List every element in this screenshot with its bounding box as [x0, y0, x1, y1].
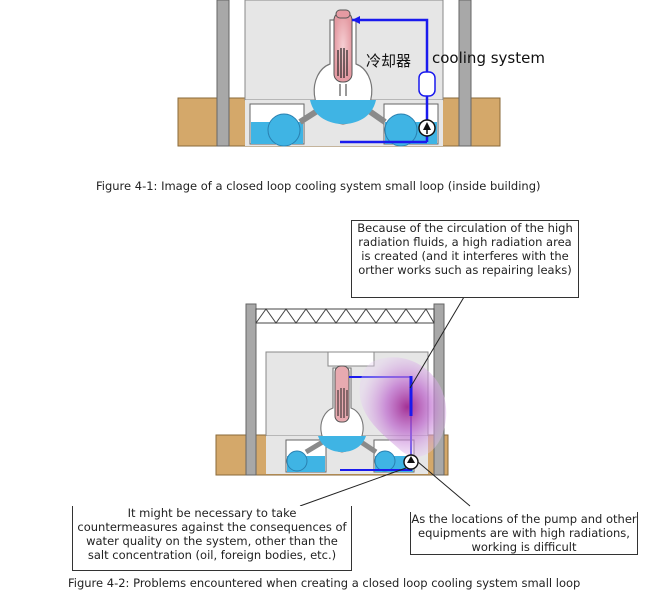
fuel-rods [337, 48, 348, 78]
figure-2-caption: Figure 4-2: Problems encountered when cr… [68, 576, 581, 590]
callout-radiation-area: Because of the circulation of the high r… [351, 220, 579, 298]
figure-1-caption: Figure 4-1: Image of a closed loop cooli… [96, 179, 541, 193]
roof-truss [255, 308, 435, 324]
building-wall-left [216, 0, 230, 147]
radiation-area [359, 357, 447, 457]
torus-right [384, 113, 418, 147]
heat-exchanger [418, 71, 436, 97]
building-wall-left-2 [245, 303, 257, 476]
callout-pump-radiation: As the locations of the pump and other e… [410, 512, 638, 555]
callout-water-quality: It might be necessary to take countermea… [72, 506, 352, 571]
torus-left [267, 113, 301, 147]
cooling-system-label: cooling system [432, 49, 545, 67]
cooling-pipe [340, 18, 429, 144]
figure-1-diagram [177, 0, 501, 147]
building-wall-right [458, 0, 472, 147]
leader-right [417, 461, 471, 507]
leader-left [299, 467, 407, 507]
cooler-label-cn: 冷却器 [366, 52, 412, 70]
leader-top [409, 296, 465, 389]
